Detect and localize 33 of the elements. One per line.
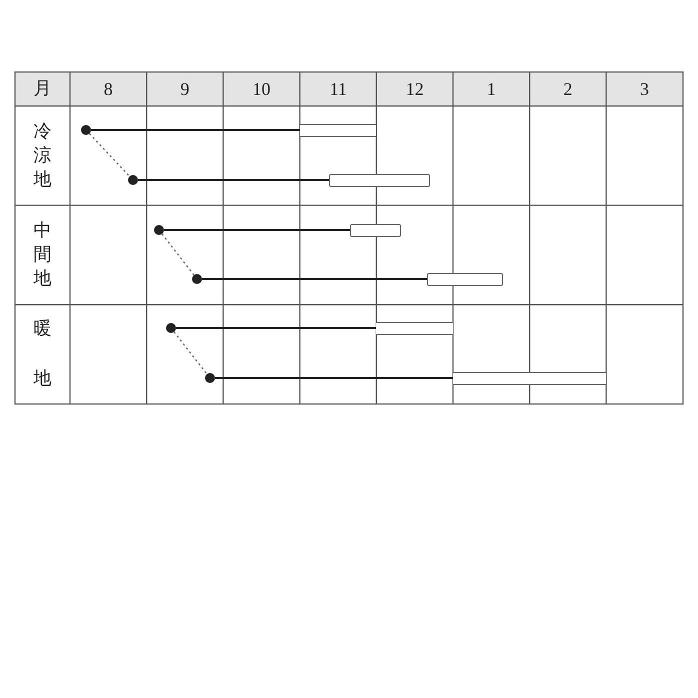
column-header: 月 (34, 79, 52, 99)
period-bar (453, 372, 606, 384)
period-bar (329, 174, 430, 186)
dot-marker (81, 125, 91, 135)
period-bar (376, 322, 453, 334)
month-number: 11 (330, 79, 347, 99)
dotted-line (162, 234, 194, 276)
month-number: 3 (640, 79, 649, 99)
month-number: 9 (180, 79, 190, 99)
month-number: 1 (486, 79, 496, 99)
month-number: 2 (563, 79, 572, 99)
period-line (91, 129, 300, 131)
period-bar (350, 224, 401, 236)
dot-marker (166, 323, 176, 333)
month-number: 10 (252, 79, 270, 99)
month-number: 8 (104, 79, 113, 99)
month-number: 12 (406, 79, 424, 99)
region-label: 暖地 (33, 317, 52, 392)
region-label: 冷涼地 (33, 120, 52, 192)
period-line (215, 377, 453, 379)
dot-marker (205, 373, 215, 383)
period-line (138, 179, 329, 181)
period-line (164, 229, 350, 231)
dotted-line (88, 133, 130, 177)
region-label: 中間地 (33, 218, 52, 291)
dot-marker (192, 274, 202, 284)
dot-marker (154, 225, 164, 235)
period-bar (300, 124, 376, 136)
dot-marker (128, 175, 138, 185)
dotted-line (174, 332, 208, 374)
period-bar (427, 272, 503, 286)
period-line (202, 278, 427, 280)
period-line (176, 327, 376, 329)
